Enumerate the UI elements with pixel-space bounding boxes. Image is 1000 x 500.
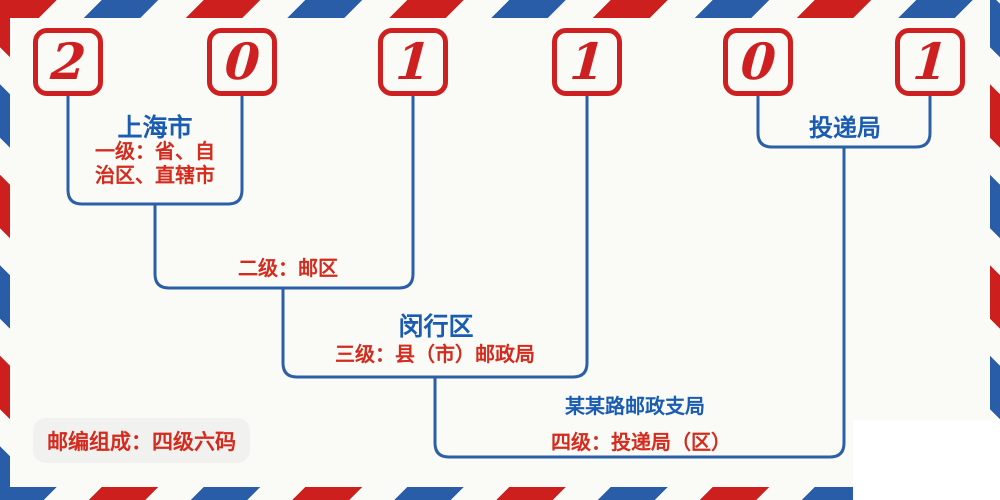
digit-box-1: 2 <box>33 28 103 96</box>
digit-6: 1 <box>910 32 950 91</box>
digit-5: 0 <box>738 32 778 91</box>
level4-bracket <box>433 145 846 459</box>
digit-box-5: 0 <box>723 28 793 96</box>
level4-branch-label: 某某路邮政支局 <box>565 396 705 418</box>
digit-box-4: 1 <box>552 28 622 96</box>
digit-box-2: 0 <box>207 28 277 96</box>
airmail-border-right <box>990 0 1000 500</box>
footer-note-pill: 邮编组成：四级六码 <box>33 418 250 463</box>
level1-desc-label: 一级：省、自治区、直辖市 <box>95 141 215 188</box>
level1-place-label: 上海市 <box>117 114 193 142</box>
digit-box-6: 1 <box>895 28 965 96</box>
level2-desc-label: 二级：邮区 <box>238 258 338 280</box>
level4-desc-label: 四级：投递局（区） <box>551 432 731 454</box>
footer-note-text: 邮编组成：四级六码 <box>47 430 236 454</box>
digit-3: 1 <box>393 32 433 91</box>
airmail-border-bottom <box>0 487 1000 500</box>
level3-desc-label: 三级：县（市）邮政局 <box>335 344 535 366</box>
digit-box-3: 1 <box>378 28 448 96</box>
digit-4: 1 <box>567 32 607 91</box>
airmail-border-top <box>0 0 1000 18</box>
digit-1: 2 <box>48 32 88 91</box>
corner-white-patch <box>853 420 1000 500</box>
delivery-pair-bracket <box>756 94 932 149</box>
delivery-office-label: 投递局 <box>809 115 881 142</box>
digit-2: 0 <box>222 32 262 91</box>
airmail-border-left <box>0 0 10 500</box>
level3-place-label: 闵行区 <box>398 313 474 341</box>
